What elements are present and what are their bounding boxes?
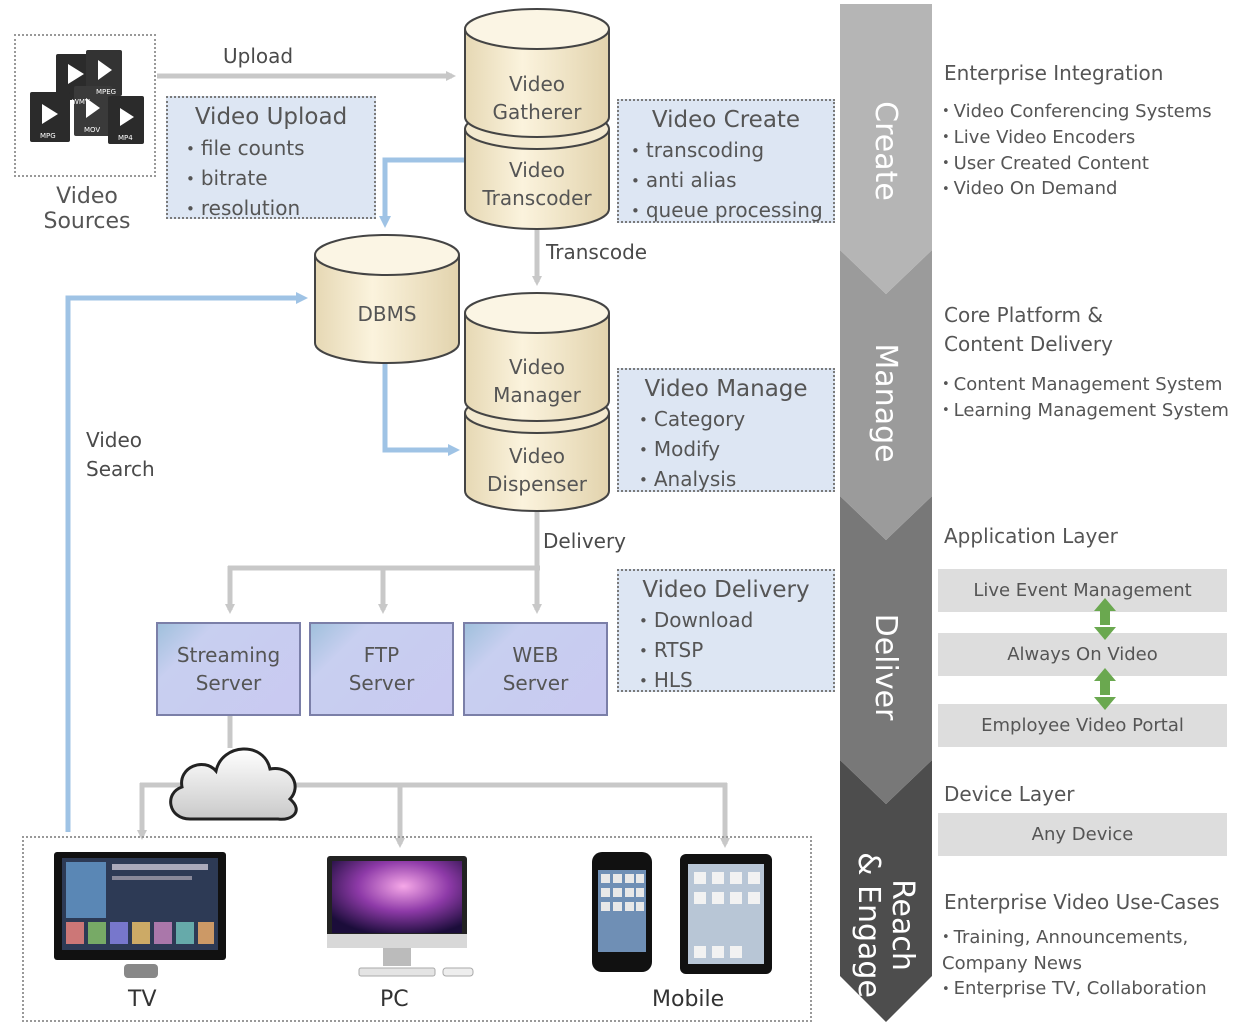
video-upload-title: Video Upload <box>194 104 348 130</box>
video-upload-list: file counts bitrate resolution <box>186 134 305 223</box>
pc-label: PC <box>380 987 409 1012</box>
video-manage-title: Video Manage <box>644 376 808 402</box>
format-mp4: MP4 <box>118 134 133 142</box>
list-item: Video Conferencing Systems <box>942 99 1212 125</box>
gatherer-transcoder-cylinders <box>464 8 610 230</box>
enterprise-integration-list: Video Conferencing Systems Live Video En… <box>942 99 1212 202</box>
video-upload-box: Video Upload file counts bitrate resolut… <box>166 96 376 220</box>
upload-label: Upload <box>223 44 294 68</box>
dbms-label: DBMS <box>357 302 417 326</box>
use-cases-heading: Enterprise Video Use-Cases <box>944 890 1220 914</box>
video-delivery-box: Video Delivery Download RTSP HLS <box>617 569 835 692</box>
list-item: Training, Announcements, Company News <box>942 925 1207 976</box>
list-item: Category <box>639 405 745 435</box>
video-create-box: Video Create transcoding anti alias queu… <box>617 99 835 223</box>
web-server: WEB Server <box>463 622 608 716</box>
delivery-label: Delivery <box>543 529 627 553</box>
video-sources-label: Video Sources <box>43 184 131 234</box>
stage-manage-shape <box>840 250 932 540</box>
mobile-label: Mobile <box>652 987 725 1012</box>
video-delivery-list: Download RTSP HLS <box>639 606 753 695</box>
stage-create-shape <box>840 4 932 294</box>
format-wmv: WMV <box>72 98 90 106</box>
tv-label: TV <box>128 987 157 1012</box>
manager-dispenser-cylinders <box>464 292 610 512</box>
video-create-title: Video Create <box>651 107 801 133</box>
devices-frame <box>22 836 812 1022</box>
transcode-label: Transcode <box>546 240 648 264</box>
streaming-server-label: Streaming Server <box>176 643 281 695</box>
list-item: resolution <box>186 194 305 224</box>
list-item: HLS <box>639 666 753 696</box>
double-arrow-icon <box>1094 668 1116 710</box>
cloud-icon <box>169 747 298 821</box>
employee-video-portal-box: Employee Video Portal <box>938 704 1227 747</box>
video-manage-box: Video Manage Category Modify Analysis <box>617 368 835 492</box>
green-arrows <box>1094 598 1116 710</box>
list-item: User Created Content <box>942 151 1212 177</box>
ftp-server: FTP Server <box>309 622 454 716</box>
pc-icon <box>327 856 474 977</box>
always-on-video-box: Always On Video <box>938 633 1227 676</box>
streaming-server: Streaming Server <box>156 622 301 716</box>
ftp-server-label: FTP Server <box>348 643 415 695</box>
video-manager-label: Video Manager <box>493 355 581 407</box>
list-item: RTSP <box>639 636 753 666</box>
enterprise-integration-heading: Enterprise Integration <box>944 61 1164 85</box>
list-item: Learning Management System <box>942 398 1229 424</box>
video-search-arrow <box>65 292 308 832</box>
web-server-label: WEB Server <box>502 643 569 695</box>
video-file-icons: WMV MPEG MPG MOV MP4 <box>30 50 144 144</box>
list-item: Content Management System <box>942 372 1229 398</box>
stage-deliver-shape <box>840 496 932 804</box>
tv-icon <box>54 852 226 978</box>
video-manage-list: Category Modify Analysis <box>639 405 745 494</box>
double-arrow-icon <box>1094 598 1116 640</box>
list-item: Video On Demand <box>942 176 1212 202</box>
stage-reach-label: Reach & Engage <box>851 852 920 998</box>
video-dispenser-label: Video Dispenser <box>487 444 587 496</box>
stage-manage-label: Manage <box>868 343 903 463</box>
dbms-to-dispenser-arrow <box>382 364 460 456</box>
format-mov: MOV <box>84 126 100 134</box>
format-mpeg: MPEG <box>96 88 116 96</box>
stage-deliver-label: Deliver <box>868 613 903 721</box>
video-create-list: transcoding anti alias queue processing <box>631 136 823 225</box>
stage-chevrons <box>840 4 932 1022</box>
list-item: bitrate <box>186 164 305 194</box>
transcoder-to-dbms-arrow <box>379 157 466 228</box>
live-event-management-box: Live Event Management <box>938 569 1227 612</box>
video-delivery-title: Video Delivery <box>642 577 810 603</box>
application-layer-heading: Application Layer <box>944 524 1118 548</box>
list-item: transcoding <box>631 136 823 166</box>
dbms-cylinder <box>314 234 460 364</box>
stage-reach-shape <box>840 760 932 1022</box>
list-item: Analysis <box>639 465 745 495</box>
video-transcoder-label: Video Transcoder <box>482 158 592 210</box>
list-item: Live Video Encoders <box>942 125 1212 151</box>
any-device-box: Any Device <box>938 813 1227 856</box>
core-platform-heading: Core Platform & Content Delivery <box>944 303 1113 356</box>
video-sources-frame <box>14 34 156 177</box>
film-file-icon <box>30 50 144 144</box>
video-gatherer-label: Video Gatherer <box>492 72 582 124</box>
list-item: queue processing <box>631 196 823 226</box>
list-item: Download <box>639 606 753 636</box>
stage-create-label: Create <box>868 101 903 201</box>
mobile-icon <box>592 852 772 974</box>
device-layer-heading: Device Layer <box>944 782 1075 806</box>
list-item: Enterprise TV, Collaboration <box>942 976 1207 1002</box>
format-mpg: MPG <box>40 132 56 140</box>
list-item: Modify <box>639 435 745 465</box>
core-platform-list: Content Management System Learning Manag… <box>942 372 1229 424</box>
list-item: anti alias <box>631 166 823 196</box>
list-item: file counts <box>186 134 305 164</box>
use-cases-list: Training, Announcements, Company News En… <box>942 925 1207 1002</box>
video-search-label: Video Search <box>86 428 155 481</box>
